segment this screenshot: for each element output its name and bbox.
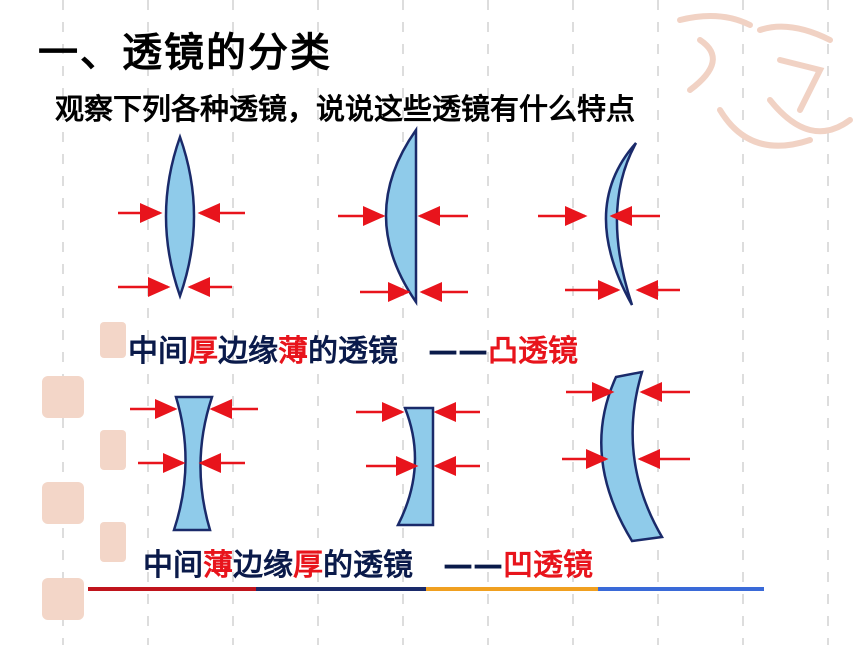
decorative-stamp — [42, 578, 84, 620]
concave-lens-caption: 中间薄边缘厚的透镜 ——凹透镜 — [143, 540, 593, 584]
biconvex-lens — [164, 133, 196, 300]
convex-lens-label: 凸透镜 — [488, 334, 578, 369]
caption-emphasis: 厚 — [188, 334, 218, 369]
caption-text: 边缘 — [233, 548, 293, 583]
caption-emphasis: 薄 — [203, 548, 233, 583]
decorative-stamp — [42, 376, 84, 418]
decorative-stamp — [100, 522, 126, 562]
footer-stripe-orange — [426, 587, 598, 591]
slide-subtitle: 观察下列各种透镜，说说这些透镜有什么特点 — [55, 92, 636, 126]
decorative-seal-watermark — [677, 13, 853, 149]
plano-convex-lens — [384, 126, 418, 307]
convex-meniscus-lens — [604, 142, 638, 306]
decorative-stamp — [42, 482, 84, 524]
slide-title: 一、透镜的分类 — [38, 30, 332, 76]
biconcave-lens — [172, 395, 214, 532]
caption-emphasis: 薄 — [278, 334, 308, 369]
decorative-stamp — [100, 322, 126, 358]
caption-text: 中间 — [143, 548, 203, 583]
caption-text: 的透镜 — [308, 334, 398, 369]
caption-text: 的透镜 — [323, 548, 413, 583]
decorative-stamp — [100, 430, 126, 470]
concave-meniscus-lens — [600, 370, 665, 543]
caption-text: 中间 — [128, 334, 188, 369]
footer-stripe-blue — [598, 587, 764, 591]
footer-stripe-navy — [256, 587, 426, 591]
caption-dash: —— — [443, 548, 503, 583]
caption-emphasis: 厚 — [293, 548, 323, 583]
convex-lens-caption: 中间厚边缘薄的透镜 ——凸透镜 — [128, 326, 578, 370]
caption-text: 边缘 — [218, 334, 278, 369]
concave-lens-label: 凹透镜 — [503, 548, 593, 583]
caption-dash: —— — [428, 334, 488, 369]
footer-stripe-red — [88, 587, 256, 591]
